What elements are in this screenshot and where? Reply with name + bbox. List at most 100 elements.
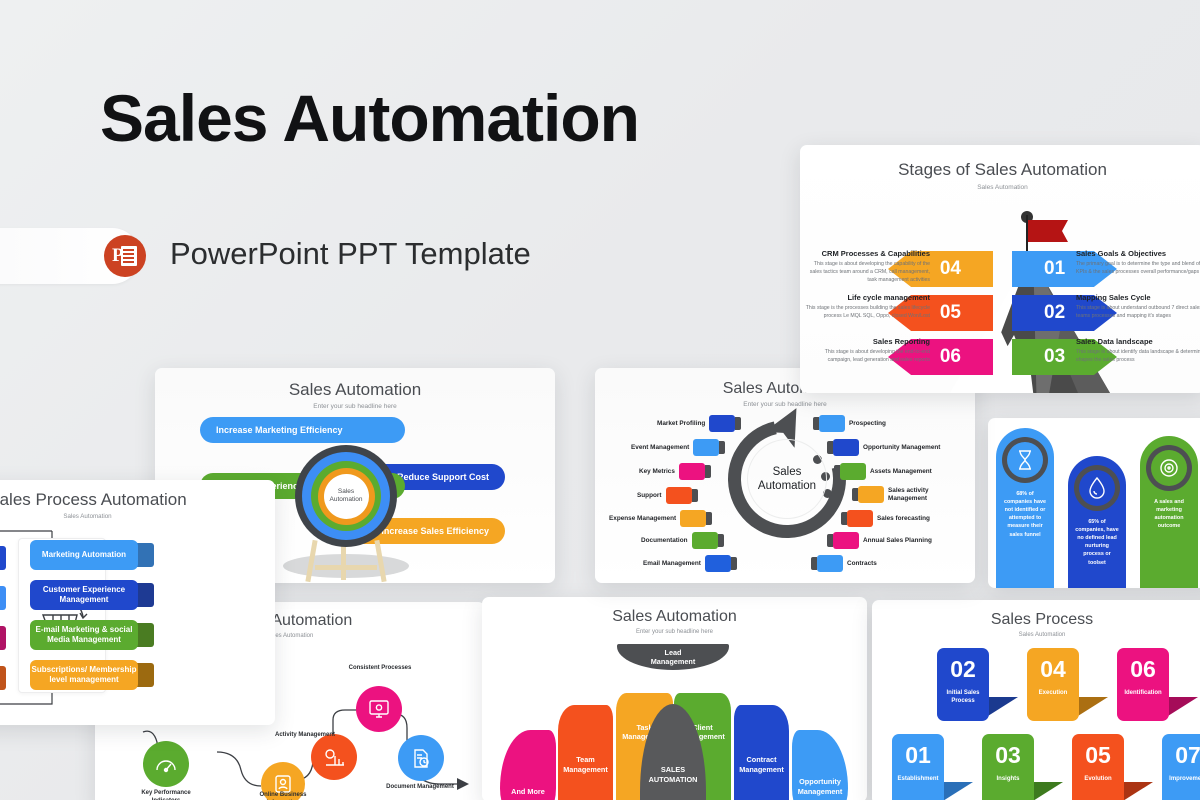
- network-label-3: Consistent Processes: [348, 665, 412, 671]
- arch-petal-0[interactable]: And More: [500, 730, 556, 800]
- slide-title: Stages of Sales Automation: [898, 160, 1107, 179]
- slide-circle-process[interactable]: Sales Automation Enter your sub headline…: [595, 368, 975, 583]
- network-node-1[interactable]: [261, 762, 305, 800]
- easel-icon: [305, 539, 387, 583]
- powerpoint-letter: P: [112, 245, 124, 266]
- stat-column-2[interactable]: A sales and marketing automation outcome: [1140, 436, 1198, 588]
- mountain-step-03[interactable]: 03: [1012, 339, 1117, 375]
- petal-label: Team Management: [563, 755, 608, 774]
- step-number: 05: [939, 302, 961, 323]
- circle-right-item-5[interactable]: Annual Sales Planning: [827, 532, 932, 549]
- network-node-2[interactable]: [311, 734, 357, 780]
- network-node-0[interactable]: [143, 741, 189, 787]
- core-line1: SALES: [660, 765, 686, 775]
- sp-card-03[interactable]: 03 Insights: [982, 734, 1034, 800]
- mountain-step-04[interactable]: 04: [888, 251, 993, 287]
- slide-subtitle: Sales Automation: [1018, 632, 1066, 638]
- circle-item-label: Documentation: [641, 536, 688, 544]
- step-heading: Sales Goals & Objectives: [1076, 249, 1167, 258]
- sp-label: Execution: [1038, 690, 1068, 696]
- circle-center-line1: Sales: [772, 465, 802, 478]
- circle-item-label: Event Management: [631, 443, 690, 451]
- arch-petal-1[interactable]: Team Management: [558, 705, 613, 800]
- slide-stages-mountain[interactable]: Stages of Sales Automation Sales Automat…: [800, 145, 1200, 393]
- process-left-tab-0[interactable]: [0, 546, 6, 570]
- sp-label: Establishment: [897, 776, 939, 782]
- slide-subtitle: Enter your sub headline here: [313, 403, 397, 410]
- slide-target-rings[interactable]: Sales Automation Enter your sub headline…: [155, 368, 555, 583]
- process-bar-3[interactable]: Subscriptions/ Membership level manageme…: [30, 660, 138, 690]
- sp-card-05[interactable]: 05 Evolution: [1072, 734, 1124, 800]
- target-bar-0[interactable]: Increase Marketing Efficiency: [200, 417, 405, 443]
- sp-card-02[interactable]: 02 Initial Sales Process: [937, 648, 989, 721]
- circle-right-item-6[interactable]: Contracts: [811, 555, 877, 572]
- slide-process-automation[interactable]: Sales Process Automation Sales Automatio…: [0, 480, 275, 725]
- network-node-3[interactable]: [356, 686, 402, 732]
- circle-right-item-4[interactable]: Sales forecasting: [841, 510, 930, 527]
- sp-number: 02: [950, 656, 976, 682]
- mountain-step-02[interactable]: 02: [1012, 295, 1117, 331]
- sp-number: 06: [1130, 656, 1156, 682]
- network-node-4[interactable]: [398, 735, 444, 781]
- circle-right-item-0[interactable]: Prospecting: [813, 415, 886, 432]
- sp-card-06[interactable]: 06 Identification: [1117, 648, 1169, 721]
- sp-card-01[interactable]: 01 Establishment: [892, 734, 944, 800]
- circle-left-item-4[interactable]: Expense Management: [609, 510, 713, 527]
- sp-card-04[interactable]: 04 Execution: [1027, 648, 1079, 721]
- process-bar-label: E-mail Marketing & social Media Manageme…: [35, 625, 133, 644]
- process-bar-0[interactable]: Marketing Automation: [30, 540, 138, 570]
- stat-column-1[interactable]: 65% of companies, have no defined lead n…: [1068, 456, 1126, 588]
- process-left-tab-3[interactable]: [0, 666, 6, 690]
- slide-subtitle: Sales Automation: [977, 184, 1028, 191]
- stat-column-0[interactable]: 68% of companies have not identified or …: [996, 428, 1054, 588]
- circle-left-item-1[interactable]: Event Management: [631, 439, 726, 456]
- circle-left-item-0[interactable]: Market Profiling: [657, 415, 742, 432]
- mountain-label-03: Sales Data landscape This stage is about…: [1076, 337, 1200, 365]
- arch-petal-5[interactable]: Opportunity Management: [792, 730, 848, 800]
- arch-lead-cap[interactable]: Lead Management: [617, 644, 729, 670]
- sp-label: Improvement: [1169, 776, 1200, 782]
- process-bar-label: Marketing Automation: [41, 550, 127, 559]
- slide-arch-fan[interactable]: Sales Automation Enter your sub headline…: [482, 597, 867, 800]
- circle-item-label: Contracts: [847, 559, 877, 567]
- sp-number: 07: [1175, 742, 1200, 768]
- circle-item-label: Annual Sales Planning: [863, 536, 932, 544]
- step-heading: Sales Reporting: [872, 337, 930, 346]
- mountain-step-01[interactable]: 01: [1012, 251, 1117, 287]
- slide-stat-columns[interactable]: 68% of companies have not identified or …: [988, 418, 1200, 588]
- process-bar-1[interactable]: Customer Experience Management: [30, 580, 138, 610]
- step-number: 04: [939, 258, 961, 279]
- mountain-step-06[interactable]: 06: [888, 339, 993, 375]
- process-left-tab-1[interactable]: [0, 586, 6, 610]
- target-icon: [1146, 445, 1192, 491]
- sp-card-07[interactable]: 07 Improvement: [1162, 734, 1200, 800]
- process-left-tab-2[interactable]: [0, 626, 6, 650]
- calendar-icon: [693, 439, 726, 456]
- circle-left-item-2[interactable]: Key Metrics: [639, 463, 711, 480]
- mountain-step-05[interactable]: 05: [888, 295, 993, 331]
- page-subtitle: PowerPoint PPT Template: [170, 236, 531, 271]
- stat-text: 68% of companies have not identified or …: [1004, 491, 1046, 538]
- planning-icon: [827, 532, 859, 549]
- page-title: Sales Automation: [100, 81, 640, 155]
- gauge-icon: [678, 463, 711, 480]
- mountain-label-02: Mapping Sales Cycle This stage is about …: [1076, 293, 1200, 321]
- email-icon: [704, 555, 737, 572]
- document-icon: [691, 532, 724, 549]
- circle-right-item-3[interactable]: Sales activity Management: [852, 486, 932, 503]
- sp-number: 04: [1040, 656, 1066, 682]
- slide-title: Sales Automation: [612, 608, 737, 625]
- circle-left-item-6[interactable]: Email Management: [643, 555, 737, 572]
- process-bar-label: Subscriptions/ Membership level manageme…: [31, 665, 137, 684]
- circle-left-item-5[interactable]: Documentation: [641, 532, 724, 549]
- mountain-graphic: 01 02 03 04 05 06 Sales Goals & Objectiv…: [800, 197, 1200, 393]
- circle-right-item-2[interactable]: Assets Management: [834, 463, 932, 480]
- circle-left-item-3[interactable]: Support: [637, 487, 698, 504]
- petal-label: Opportunity Management: [797, 777, 843, 796]
- network-label-2: Activity Management: [274, 732, 335, 738]
- process-bar-2[interactable]: E-mail Marketing & social Media Manageme…: [30, 620, 138, 650]
- circle-right-item-1[interactable]: Opportunity Management: [827, 439, 940, 456]
- slide-sales-process[interactable]: Sales Process Sales Automation 02 Initia…: [872, 600, 1200, 800]
- arch-petal-4[interactable]: Contract Management: [734, 705, 789, 800]
- step-heading: Sales Data landscape: [1076, 337, 1153, 346]
